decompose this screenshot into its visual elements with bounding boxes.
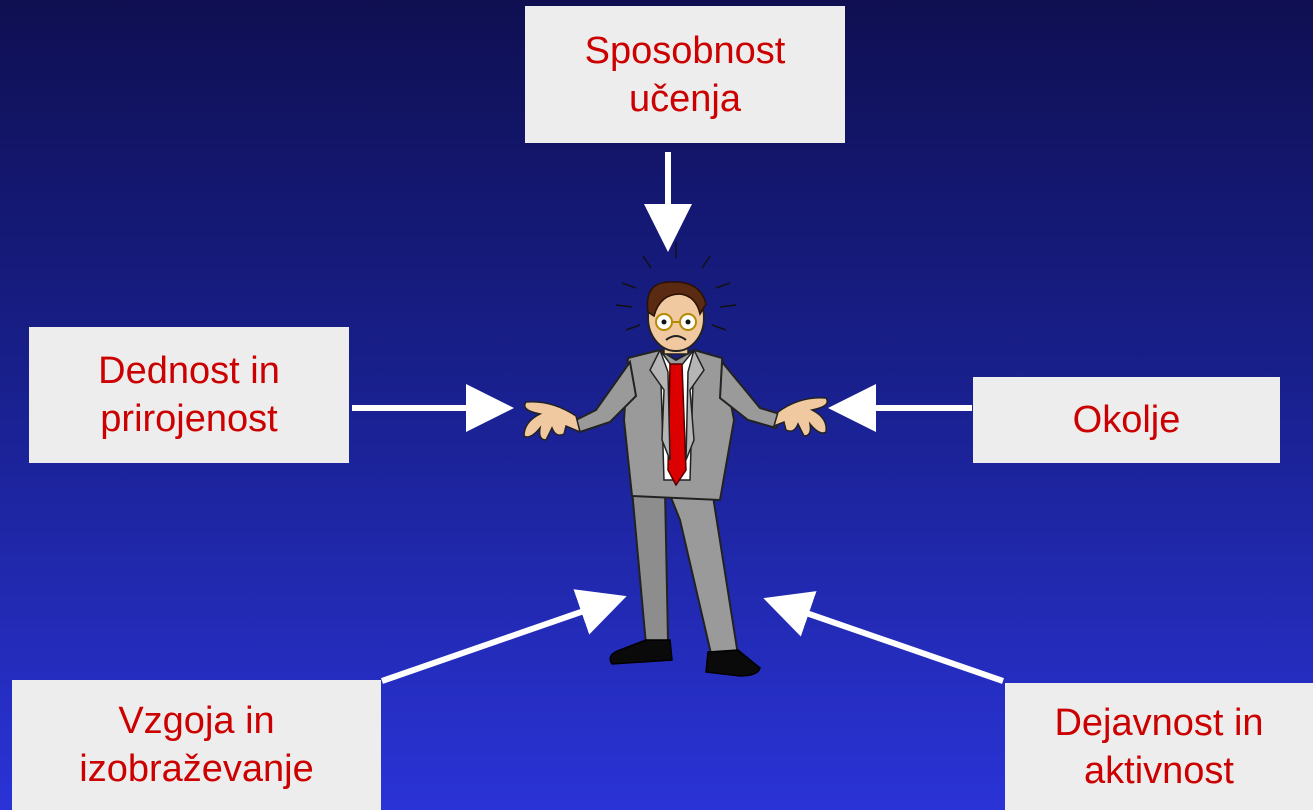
businessman-figure: [523, 242, 829, 677]
node-heredity: Dednost in prirojenost: [29, 327, 349, 463]
node-upbringing-education: Vzgoja in izobraževanje: [12, 680, 381, 810]
node-label-line: Dednost in: [98, 350, 280, 392]
arrow-bottom-right: [763, 591, 1004, 684]
node-environment: Okolje: [973, 377, 1280, 463]
node-label-line: aktivnost: [1084, 749, 1234, 792]
node-learning-ability: Sposobnost učenja: [525, 6, 845, 143]
node-label-line: Sposobnost: [584, 29, 786, 72]
node-label-line: Vzgoja in: [118, 700, 275, 742]
node-label-line: Okolje: [1072, 399, 1181, 441]
node-activity: Dejavnost in aktivnost: [1005, 683, 1313, 810]
stress-lines-icon: [615, 242, 737, 331]
arrows: [352, 152, 1004, 684]
glasses-icon: [655, 313, 697, 331]
node-label-line: izobraževanje: [79, 748, 314, 790]
arrow-bottom-left: [381, 589, 627, 684]
node-label-line: Dejavnost in: [1054, 701, 1264, 744]
node-label-line: učenja: [629, 77, 741, 120]
node-label-line: prirojenost: [100, 398, 278, 440]
